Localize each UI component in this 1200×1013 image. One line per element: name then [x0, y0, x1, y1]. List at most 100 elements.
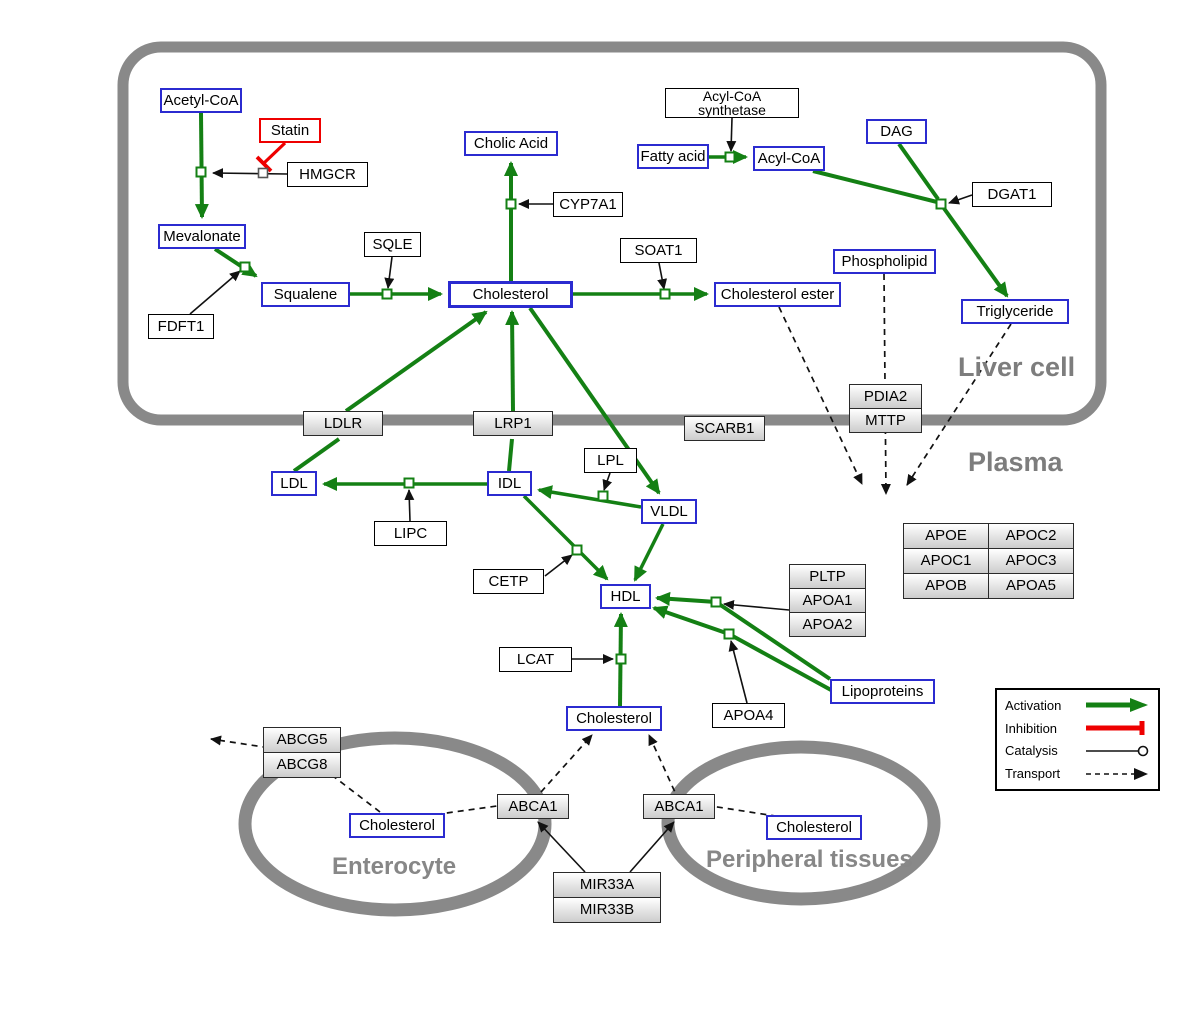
node-cholesterol-enterocyte[interactable]: Cholesterol — [349, 813, 445, 838]
liver-cell-membrane — [117, 41, 1107, 426]
anchor-square — [615, 653, 627, 665]
node-hdl[interactable]: HDL — [600, 584, 651, 609]
plasma-label: Plasma — [968, 447, 1063, 477]
node-lipc[interactable]: LIPC — [374, 521, 447, 546]
liver-cell-label: Liver cell — [958, 352, 1076, 382]
node-lpl[interactable]: LPL — [584, 448, 637, 473]
node-soat1[interactable]: SOAT1 — [620, 238, 697, 263]
inhibition-statin-line — [262, 141, 287, 165]
anchor-square-hmgcr — [257, 167, 269, 179]
peripheral-tissues-label: Peripheral tissues — [706, 846, 913, 873]
node-apoa2[interactable]: APOA2 — [789, 612, 866, 637]
node-ldlr[interactable]: LDLR — [303, 411, 383, 436]
node-cholesterol-plasma[interactable]: Cholesterol — [566, 706, 662, 731]
catalysis-lpl — [602, 472, 613, 491]
anchor-square — [724, 151, 736, 163]
edge-anchors — [195, 151, 947, 665]
node-apoe[interactable]: APOE — [903, 523, 989, 549]
catalysis-edges — [189, 117, 973, 873]
node-apoc3[interactable]: APOC3 — [988, 548, 1074, 574]
transport-triglyceride-plasma — [906, 323, 1012, 486]
node-acyl-coa2[interactable]: Acyl-CoA — [753, 146, 825, 171]
inhibition-tbar-icon — [1086, 721, 1145, 736]
catalysis-apoa1-stack — [723, 599, 790, 611]
anchor-square — [723, 628, 735, 640]
node-apoa4[interactable]: APOA4 — [712, 703, 785, 728]
legend-inhibition-label: Inhibition — [1005, 720, 1058, 736]
inhibition-statin-cap — [255, 155, 273, 173]
edge-acetylcoa-mevalonate — [194, 112, 209, 219]
node-statin[interactable]: Statin — [259, 118, 321, 143]
node-apoc2[interactable]: APOC2 — [988, 523, 1074, 549]
anchor-square — [239, 261, 251, 273]
edge-idl-hdl — [522, 494, 609, 581]
edge-cholesterol-vldl — [528, 306, 661, 495]
catalysis-hmgcr — [212, 168, 288, 179]
node-acyl-coa-synthetase[interactable]: Acyl-CoA synthetase — [665, 88, 799, 118]
node-cholesterol-peripheral[interactable]: Cholesterol — [766, 815, 862, 840]
catalysis-acylcoa-synthetase — [726, 117, 737, 152]
anchor-square — [195, 166, 207, 178]
node-idl[interactable]: IDL — [487, 471, 532, 496]
catalysis-fdft1 — [189, 270, 241, 315]
node-apoa5[interactable]: APOA5 — [988, 573, 1074, 599]
node-vldl[interactable]: VLDL — [641, 499, 697, 524]
node-apoa1[interactable]: APOA1 — [789, 588, 866, 613]
anchor-square — [597, 490, 609, 502]
inhibition-edges — [255, 141, 287, 173]
anchor-square — [935, 198, 947, 210]
node-abca1-enterocyte[interactable]: ABCA1 — [497, 794, 569, 819]
legend-row-transport: Transport — [1005, 763, 1150, 785]
enterocyte-label: Enterocyte — [332, 853, 457, 880]
node-fatty-acid[interactable]: Fatty acid — [637, 144, 709, 169]
edge-mir33-abca1-enterocyte — [537, 821, 586, 873]
edge-dag-dgat1-junction — [897, 142, 940, 201]
acyl-coa-synthetase-line2: synthetase — [698, 102, 766, 118]
node-cholic-acid[interactable]: Cholic Acid — [464, 131, 558, 156]
node-sqle[interactable]: SQLE — [364, 232, 421, 257]
node-mttp[interactable]: MTTP — [849, 408, 922, 433]
node-lipoproteins[interactable]: Lipoproteins — [830, 679, 935, 704]
node-acetyl-coa[interactable]: Acetyl-CoA — [160, 88, 242, 113]
node-cyp7a1[interactable]: CYP7A1 — [553, 192, 623, 217]
node-lrp1[interactable]: LRP1 — [473, 411, 553, 436]
node-mevalonate[interactable]: Mevalonate — [158, 224, 246, 249]
catalysis-sqle — [384, 256, 395, 289]
node-triglyceride[interactable]: Triglyceride — [961, 299, 1069, 324]
node-pltp[interactable]: PLTP — [789, 564, 866, 589]
node-pdia2[interactable]: PDIA2 — [849, 384, 922, 409]
node-lcat[interactable]: LCAT — [499, 647, 572, 672]
node-mir33b[interactable]: MIR33B — [553, 897, 661, 923]
node-cholesterol-ester[interactable]: Cholesterol ester — [714, 282, 841, 307]
edge-mir33-abca1-peripheral — [629, 821, 675, 873]
node-fdft1[interactable]: FDFT1 — [148, 314, 214, 339]
catalysis-soat1 — [657, 262, 668, 290]
catalysis-lipc — [404, 489, 415, 522]
node-phospholipid[interactable]: Phospholipid — [833, 249, 936, 274]
node-scarb1[interactable]: SCARB1 — [684, 416, 765, 441]
transport-cholesterol-abca1-enterocyte — [424, 734, 593, 817]
node-dgat1[interactable]: DGAT1 — [972, 182, 1052, 207]
node-dag[interactable]: DAG — [866, 119, 927, 144]
node-ldl[interactable]: LDL — [271, 471, 317, 496]
node-cetp[interactable]: CETP — [473, 569, 544, 594]
edge-ldlr-cholesterol — [344, 310, 488, 413]
activation-arrow-icon — [1086, 698, 1148, 713]
node-hmgcr[interactable]: HMGCR — [287, 162, 368, 187]
node-apob[interactable]: APOB — [903, 573, 989, 599]
node-abcg8[interactable]: ABCG8 — [263, 752, 341, 778]
node-abcg5[interactable]: ABCG5 — [263, 727, 341, 753]
node-squalene[interactable]: Squalene — [261, 282, 350, 307]
edge-junction-triglyceride — [941, 205, 1009, 298]
node-abca1-peripheral[interactable]: ABCA1 — [643, 794, 715, 819]
node-mir33a[interactable]: MIR33A — [553, 872, 661, 898]
anchor-square — [571, 544, 583, 556]
legend: Activation Inhibition Catalysis Transpor… — [995, 688, 1160, 791]
transport-cholesterol-abcg5g8-out — [210, 735, 381, 813]
edge-vldl-idl — [537, 485, 642, 509]
legend-catalysis-label: Catalysis — [1005, 743, 1058, 759]
node-apoc1[interactable]: APOC1 — [903, 548, 989, 574]
anchor-square — [710, 596, 722, 608]
node-cholesterol-liver[interactable]: Cholesterol — [448, 281, 573, 308]
